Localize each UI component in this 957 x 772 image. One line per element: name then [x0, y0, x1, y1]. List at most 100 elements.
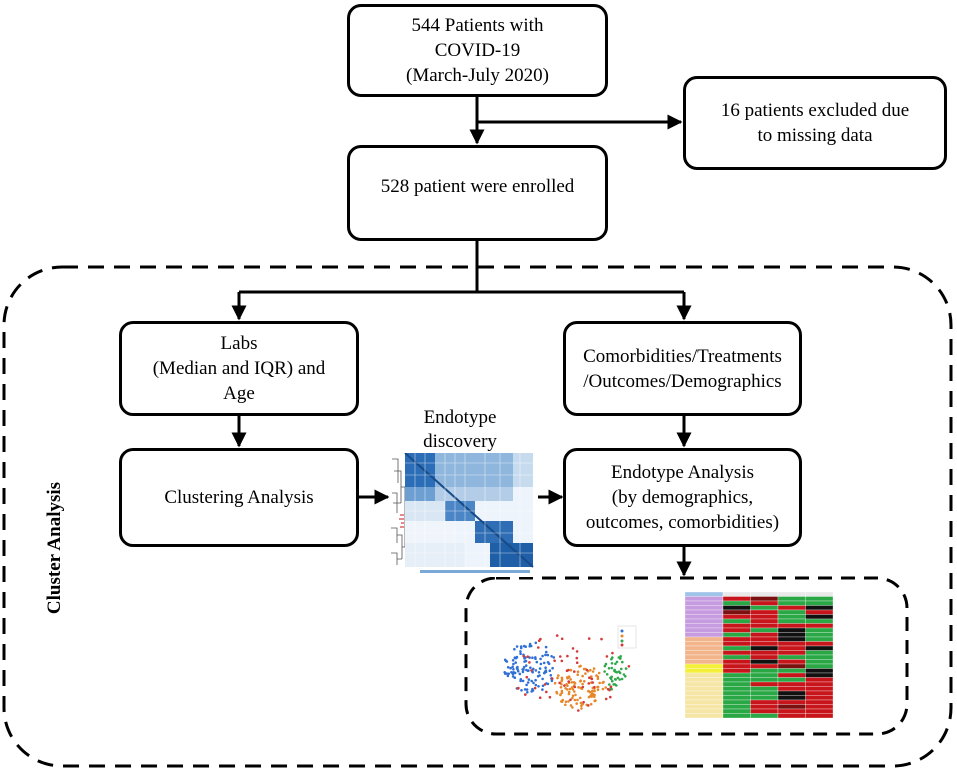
box-enrolled: 528 patient were enrolled: [347, 145, 608, 241]
table-value-cell: [750, 618, 779, 624]
scatter-point: [560, 683, 563, 686]
scatter-point: [525, 683, 528, 687]
table-value-cell: [777, 596, 806, 602]
scatter-point: [539, 657, 542, 661]
table-value-cell: [805, 704, 833, 710]
scatter-point: [522, 668, 525, 671]
table-value-cell: [805, 695, 833, 701]
scatter-point: [503, 671, 506, 674]
scatter-point: [596, 677, 600, 680]
endotype-table-image: [685, 592, 833, 719]
scatter-point: [530, 669, 533, 672]
scatter-point: [519, 652, 522, 655]
table-value-cell: [777, 663, 806, 669]
table-value-cell: [750, 609, 779, 615]
scatter-point: [573, 698, 577, 702]
scatter-point: [560, 678, 564, 681]
scatter-point: [513, 676, 517, 679]
labs-line-2: (Median and IQR) and: [152, 358, 326, 379]
scatter-point: [612, 683, 615, 686]
scatter-point: [523, 688, 527, 691]
table-label-cell: [685, 659, 724, 665]
scatter-point: [596, 688, 600, 692]
table-value-cell: [805, 690, 833, 696]
table-value-cell: [722, 650, 751, 656]
table-label-cell: [685, 695, 724, 701]
scatter-point: [591, 670, 595, 673]
scatter-point: [568, 687, 572, 691]
scatter-point: [593, 699, 597, 702]
scatter-point: [618, 678, 621, 681]
table-value-cell: [722, 713, 751, 719]
table-value-cell: [805, 668, 833, 674]
table-value-cell: [777, 618, 806, 624]
scatter-point: [541, 688, 544, 691]
scatter-point: [574, 693, 577, 697]
table-value-cell: [805, 618, 833, 624]
scatter-point: [576, 673, 579, 676]
table-value-cell: [805, 699, 833, 705]
scatter-point: [611, 651, 614, 655]
table-value-cell: [722, 668, 751, 674]
table-value-cell: [722, 659, 751, 665]
table-value-cell: [805, 681, 833, 687]
scatter-point: [575, 650, 579, 653]
scatter-point: [531, 687, 534, 691]
scatter-point: [575, 661, 579, 664]
consensus-heatmap-image: [390, 453, 538, 577]
scatter-point: [546, 653, 550, 657]
table-value-cell: [750, 663, 779, 669]
table-value-cell: [805, 663, 833, 669]
scatter-point: [553, 659, 556, 662]
scatter-point: [559, 686, 563, 689]
scatter-point: [603, 664, 607, 668]
table-value-cell: [750, 713, 779, 719]
scatter-point: [621, 660, 624, 664]
table-value-cell: [777, 632, 806, 638]
scatter-point: [571, 694, 575, 698]
scatter-point: [533, 686, 537, 690]
scatter-point: [567, 700, 570, 703]
scatter-point: [541, 654, 544, 658]
table-value-cell: [805, 623, 833, 629]
table-value-cell: [777, 609, 806, 615]
table-value-cell: [777, 672, 806, 678]
scatter-point: [522, 665, 526, 669]
table-value-cell: [805, 672, 833, 678]
scatter-point: [614, 662, 617, 666]
scatter-point: [520, 689, 523, 692]
scatter-point: [593, 689, 596, 693]
scatter-point: [573, 690, 576, 693]
table-label-cell: [685, 650, 724, 656]
cluster-analysis-label-wrap: Cluster Analysis: [44, 448, 66, 648]
table-value-cell: [777, 668, 806, 674]
table-value-cell: [805, 686, 833, 692]
table-label-cell: [685, 681, 724, 687]
table-value-cell: [750, 614, 779, 620]
scatter-point: [557, 674, 560, 677]
table-header-cell: [777, 592, 806, 597]
table-value-cell: [750, 623, 779, 629]
scatter-point: [590, 677, 594, 681]
scatter-point: [513, 647, 516, 651]
table-value-cell: [777, 650, 806, 656]
scatter-point: [603, 670, 606, 673]
scatter-point: [570, 686, 574, 689]
scatter-point: [573, 670, 576, 673]
table-value-cell: [777, 708, 806, 714]
scatter-point: [616, 676, 620, 680]
scatter-point: [591, 681, 594, 684]
scatter-point: [620, 677, 624, 681]
table-value-cell: [805, 636, 833, 642]
scatter-point: [615, 660, 619, 664]
table-value-cell: [722, 614, 751, 620]
table-value-cell: [722, 681, 751, 687]
table-value-cell: [750, 636, 779, 642]
scatter-point: [584, 672, 587, 675]
scatter-point: [537, 685, 540, 688]
scatter-point: [587, 704, 590, 707]
table-value-cell: [722, 663, 751, 669]
scatter-point: [581, 674, 584, 678]
table-value-cell: [722, 600, 751, 606]
scatter-point: [506, 666, 510, 669]
